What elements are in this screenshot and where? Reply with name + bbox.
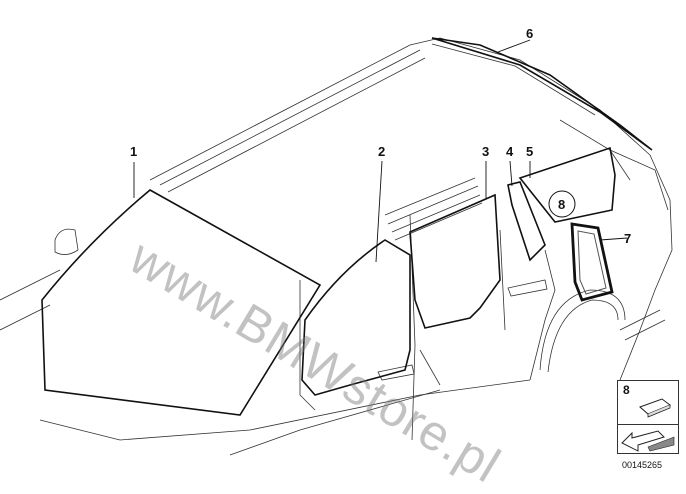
adhesive-strip-icon (639, 398, 672, 418)
callout-5: 5 (526, 144, 533, 159)
rear-door-fixed-glass (507, 181, 546, 262)
callout-2: 2 (378, 144, 385, 159)
image-code: 00145265 (622, 460, 663, 470)
callout-6: 6 (526, 26, 533, 41)
callout-7: 7 (624, 231, 631, 246)
parts-diagram: 1 2 3 4 5 6 7 8 (0, 26, 673, 456)
rear-door-glass (409, 193, 501, 329)
legend-number: 8 (623, 383, 630, 397)
callout-8: 8 (558, 197, 565, 212)
callout-1: 1 (130, 144, 137, 159)
legend-arrow-box (617, 424, 679, 454)
side-panel-glass-inner (577, 230, 607, 295)
legend-parts-box: 8 (617, 380, 679, 426)
rear-screen-glass (431, 37, 653, 151)
leader-lines (133, 39, 628, 263)
arrow-icon (621, 430, 675, 452)
windscreen-glass (41, 189, 322, 416)
callout-3: 3 (482, 144, 489, 159)
callout-8-circle (548, 190, 576, 218)
side-panel-glass (570, 222, 614, 302)
callout-4: 4 (506, 144, 514, 159)
front-door-glass (301, 239, 411, 396)
side-window-glass (518, 146, 616, 223)
